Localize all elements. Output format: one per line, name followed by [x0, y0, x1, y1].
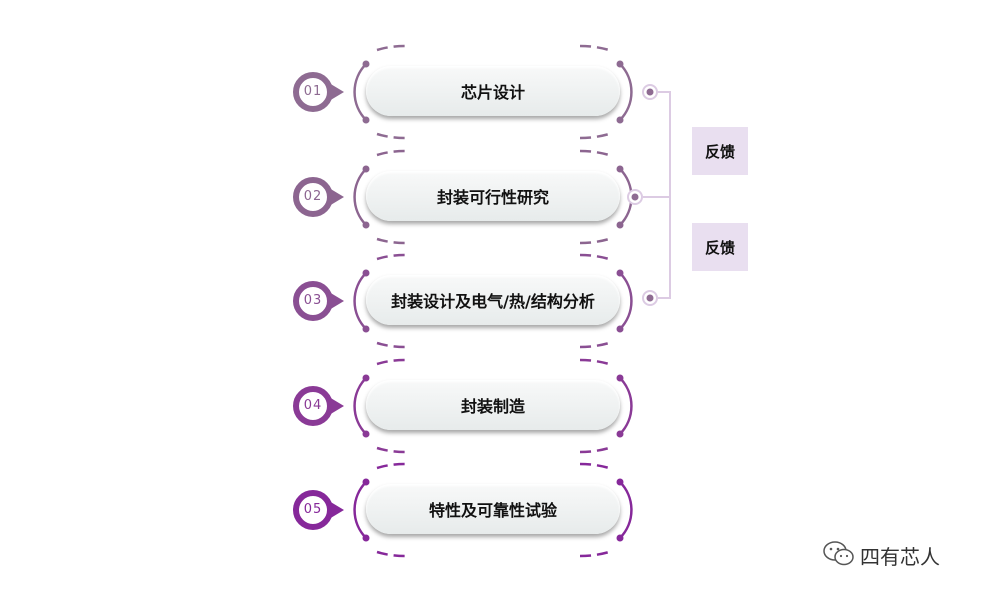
feedback-box-1: 反馈: [692, 127, 748, 175]
bracket-dot: [616, 221, 624, 229]
bracket-dot: [362, 374, 370, 382]
left-dash: [376, 149, 406, 245]
bracket-dot: [362, 269, 370, 277]
step-1-pill: 芯片设计: [366, 66, 620, 116]
bracket-dot: [362, 325, 370, 333]
left-bracket-arc: [353, 168, 367, 226]
bracket-dot: [616, 374, 624, 382]
bracket-dot: [616, 116, 624, 124]
bracket-dot: [616, 430, 624, 438]
bracket-dot: [362, 430, 370, 438]
badge-pointer: [329, 83, 344, 101]
left-dash: [376, 253, 406, 349]
right-bracket-arc: [619, 481, 633, 539]
bracket-dot: [362, 534, 370, 542]
bracket-dot: [616, 269, 624, 277]
feedback-box-2: 反馈: [692, 223, 748, 271]
bracket-dot: [616, 534, 624, 542]
bracket-dot: [616, 478, 624, 486]
step-3-number: 03: [303, 293, 323, 308]
right-dash: [579, 253, 610, 349]
bracket-dot: [362, 478, 370, 486]
step-3-pill: 封装设计及电气/热/结构分析: [366, 275, 620, 325]
badge-pointer: [329, 501, 344, 519]
left-bracket-arc: [353, 481, 367, 539]
right-dash: [579, 44, 610, 140]
bracket-dot: [616, 60, 624, 68]
wechat-icon: [823, 541, 854, 566]
bracket-dot: [362, 165, 370, 173]
watermark-text: 四有芯人: [860, 545, 940, 569]
bracket-dot: [616, 165, 624, 173]
connector-node-dot: [631, 193, 639, 201]
right-bracket-arc: [619, 63, 633, 121]
left-dash: [376, 462, 406, 558]
left-bracket-arc: [353, 272, 367, 330]
step-2-pill: 封装可行性研究: [366, 171, 620, 221]
step-1-number: 01: [303, 84, 323, 99]
badge-pointer: [329, 397, 344, 415]
bracket-dot: [616, 325, 624, 333]
step-4-number: 04: [303, 398, 323, 413]
badge-pointer: [329, 292, 344, 310]
badge-pointer: [329, 188, 344, 206]
right-bracket-arc: [619, 377, 633, 435]
right-dash: [579, 462, 610, 558]
left-dash: [376, 358, 406, 454]
feedback-connector: [643, 91, 671, 299]
bracket-dot: [362, 60, 370, 68]
step-2-number: 02: [303, 189, 323, 204]
connector-node-dot: [646, 294, 654, 302]
step-5-number: 05: [303, 502, 323, 517]
right-dash: [579, 149, 610, 245]
bracket-dot: [362, 116, 370, 124]
right-bracket-arc: [619, 272, 633, 330]
left-bracket-arc: [353, 63, 367, 121]
step-5-pill: 特性及可靠性试验: [366, 484, 620, 534]
step-4-pill: 封装制造: [366, 380, 620, 430]
right-dash: [579, 358, 610, 454]
left-dash: [376, 44, 406, 140]
bracket-dot: [362, 221, 370, 229]
connector-node-dot: [646, 88, 654, 96]
left-bracket-arc: [353, 377, 367, 435]
